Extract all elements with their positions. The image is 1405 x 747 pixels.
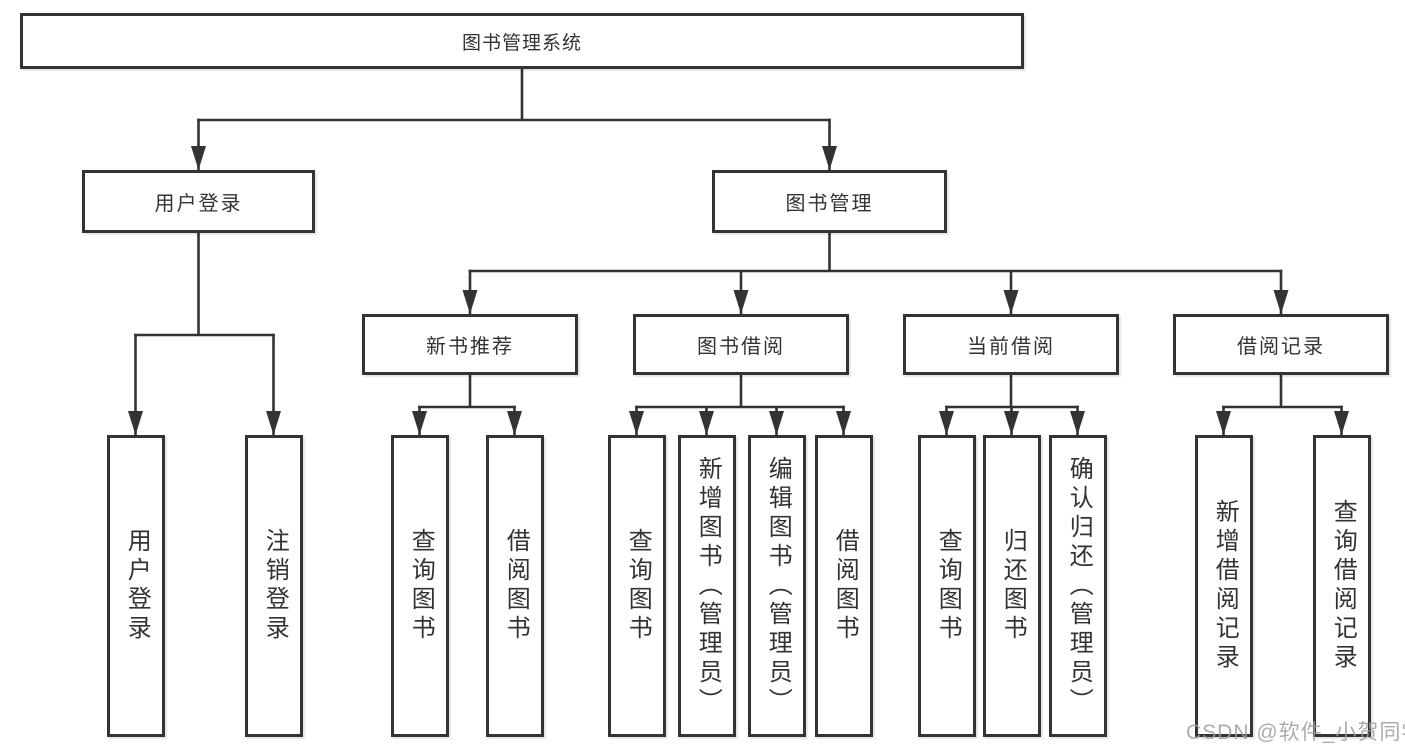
- node-root-label: 图书管理系统: [461, 32, 582, 54]
- leaf-bb-add-book-label: 新增图书（管理员）: [694, 455, 722, 717]
- leaf-nbr-query-book-label: 查询图书: [407, 528, 435, 644]
- leaf-br-add-record: 新增借阅记录: [1195, 435, 1253, 737]
- leaf-bb-query-book: 查询图书: [608, 435, 666, 737]
- leaf-bb-edit-book-label: 编辑图书（管理员）: [764, 455, 792, 717]
- leaf-bb-query-book-label: 查询图书: [624, 528, 652, 644]
- node-book-borrowing: 图书借阅: [633, 314, 849, 375]
- leaf-cb-return-book-label: 归还图书: [999, 528, 1027, 644]
- node-user-login: 用户登录: [82, 170, 315, 233]
- node-user-login-label: 用户登录: [154, 193, 243, 215]
- node-book-borrowing-label: 图书借阅: [697, 336, 785, 358]
- leaf-cb-query-book: 查询图书: [918, 435, 976, 737]
- leaf-cb-return-book: 归还图书: [983, 435, 1041, 737]
- leaf-br-query-record: 查询借阅记录: [1313, 435, 1371, 737]
- node-borrowing-records-label: 借阅记录: [1237, 336, 1325, 358]
- leaf-logout: 注销登录: [245, 435, 303, 737]
- leaf-cb-confirm-return: 确认归还（管理员）: [1049, 435, 1107, 737]
- leaf-bb-borrow-book-label: 借阅图书: [831, 528, 859, 644]
- node-book-management-label: 图书管理: [785, 193, 874, 215]
- leaf-bb-borrow-book: 借阅图书: [815, 435, 873, 737]
- leaf-logout-label: 注销登录: [261, 528, 289, 644]
- csdn-watermark: CSDN @软件_小贺同学: [1186, 721, 1405, 744]
- leaf-nbr-borrow-book-label: 借阅图书: [502, 528, 530, 644]
- node-borrowing-records: 借阅记录: [1173, 314, 1389, 375]
- leaf-br-query-record-label: 查询借阅记录: [1329, 499, 1357, 673]
- node-new-book-recommend: 新书推荐: [362, 314, 578, 375]
- leaf-user-login: 用户登录: [107, 435, 165, 737]
- leaf-bb-edit-book: 编辑图书（管理员）: [748, 435, 806, 737]
- leaf-bb-add-book: 新增图书（管理员）: [678, 435, 736, 737]
- leaf-br-add-record-label: 新增借阅记录: [1211, 499, 1239, 673]
- node-current-borrowing: 当前借阅: [903, 314, 1119, 375]
- leaf-cb-confirm-return-label: 确认归还（管理员）: [1065, 455, 1093, 717]
- node-root: 图书管理系统: [20, 13, 1024, 69]
- node-book-management: 图书管理: [712, 170, 947, 233]
- leaf-nbr-borrow-book: 借阅图书: [486, 435, 544, 737]
- leaf-nbr-query-book: 查询图书: [391, 435, 449, 737]
- node-new-book-recommend-label: 新书推荐: [426, 336, 514, 358]
- leaf-cb-query-book-label: 查询图书: [934, 528, 962, 644]
- node-current-borrowing-label: 当前借阅: [967, 336, 1055, 358]
- leaf-user-login-label: 用户登录: [123, 528, 151, 644]
